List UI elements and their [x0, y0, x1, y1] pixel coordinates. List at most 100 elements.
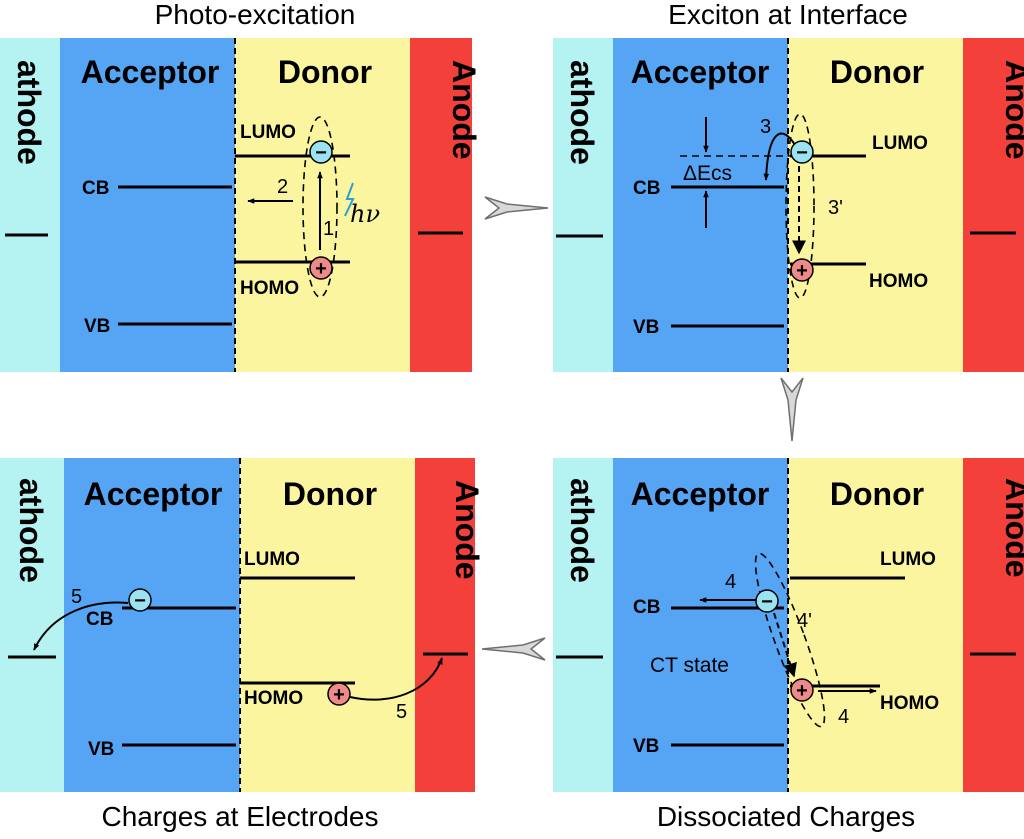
lumo-label: LUMO [240, 122, 296, 143]
anode-label: Anode [446, 60, 482, 160]
step-3p-label: 3' [828, 197, 843, 219]
acceptor-region [613, 458, 788, 792]
exciton-ellipse [302, 116, 338, 298]
charge-transfer-arrow [763, 132, 796, 181]
homo-label: HOMO [240, 278, 299, 299]
anode-region [415, 458, 475, 792]
homo-label: HOMO [869, 271, 928, 292]
cb-label: CB [633, 597, 660, 618]
step-3-label: 3 [760, 116, 771, 138]
panel-title: Dissociated Charges [657, 801, 915, 832]
electron-sign: − [315, 142, 327, 164]
flow-arrow-left-icon [481, 637, 546, 661]
panel-dissociated-charges: Dissociated Charges athode Anode Accepto… [553, 458, 1024, 832]
homo-label: HOMO [244, 688, 303, 709]
anode-label: Anode [999, 60, 1024, 160]
electron-icon [755, 589, 779, 613]
acceptor-region [613, 38, 788, 372]
cb-label: CB [633, 178, 660, 199]
vb-label: VB [633, 317, 659, 338]
donor-region [240, 458, 415, 792]
hole-sign: + [796, 680, 808, 702]
hole-icon [790, 258, 814, 282]
electron: − [790, 140, 814, 164]
step-4-label-hole: 4 [838, 706, 849, 728]
vb-label: VB [88, 739, 114, 760]
hole: + [790, 678, 814, 702]
acceptor-region [64, 458, 240, 792]
cathode-label: athode [13, 478, 49, 583]
electron-sign: − [761, 591, 773, 613]
electron-icon [128, 588, 152, 612]
step-4p-label: 4' [797, 610, 812, 632]
hole-collection-arrow [349, 657, 443, 701]
vb-label: VB [84, 316, 110, 337]
electron-icon [790, 140, 814, 164]
anode-region [963, 458, 1024, 792]
photon-label: hν [350, 200, 380, 228]
step-5-label-anode: 5 [396, 701, 407, 723]
cb-label: CB [82, 178, 109, 199]
donor-label: Donor [830, 54, 924, 90]
homo-label: HOMO [880, 693, 939, 714]
flow-arrow-down-icon [780, 377, 804, 442]
step-4-label-electron: 4 [725, 571, 736, 593]
lumo-label: LUMO [244, 549, 300, 570]
hole-icon [309, 256, 333, 280]
step-1-label: 1 [323, 218, 334, 240]
vb-label: VB [633, 736, 659, 757]
ct-recombination-arrow [773, 612, 797, 678]
electron: − [309, 140, 333, 164]
anode-label: Anode [999, 478, 1024, 578]
ct-state-label: CT state [650, 654, 729, 677]
cathode-label: athode [11, 60, 47, 165]
hole-icon [327, 682, 351, 706]
cathode-region [0, 38, 60, 372]
panel-title: Charges at Electrodes [101, 801, 378, 832]
flow-arrow-right-icon [484, 196, 549, 220]
panel-charges-at-electrodes: Charges at Electrodes athode Anode Accep… [0, 458, 485, 832]
hole: + [790, 258, 814, 282]
acceptor-label: Acceptor [84, 476, 223, 512]
hole-sign: + [796, 260, 808, 282]
lumo-label: LUMO [880, 549, 936, 570]
anode-region [410, 38, 472, 372]
hole: + [309, 256, 333, 280]
donor-label: Donor [283, 476, 377, 512]
delta-ecs-label: ΔEcs [683, 162, 732, 185]
electron-sign: − [134, 590, 146, 612]
acceptor-region [60, 38, 235, 372]
panel-photo-excitation: Photo-excitation athode Anode Acceptor D… [0, 0, 482, 372]
hole: + [327, 682, 351, 706]
anode-label: Anode [449, 480, 485, 580]
electron: − [755, 589, 779, 613]
cathode-label: athode [564, 60, 600, 165]
acceptor-label: Acceptor [631, 54, 770, 90]
cathode-region [553, 38, 613, 372]
ct-state-ellipse [754, 552, 826, 728]
donor-region [235, 38, 410, 372]
electron: − [128, 588, 152, 612]
lightning-icon [344, 182, 355, 217]
step-5-label-cathode: 5 [71, 586, 82, 608]
acceptor-label: Acceptor [631, 476, 770, 512]
panel-title: Exciton at Interface [668, 0, 908, 30]
donor-label: Donor [830, 476, 924, 512]
cb-label: CB [86, 609, 113, 630]
cathode-region [553, 458, 613, 792]
exciton-ellipse [785, 113, 815, 299]
hole-sign: + [333, 684, 345, 706]
acceptor-label: Acceptor [81, 54, 220, 90]
step-2-label: 2 [277, 176, 288, 198]
donor-region [788, 38, 963, 372]
hole-icon [790, 678, 814, 702]
panel-exciton-at-interface: Exciton at Interface athode Anode Accept… [553, 0, 1024, 372]
electron-sign: − [796, 142, 808, 164]
donor-region [788, 458, 963, 792]
hole-sign: + [315, 258, 327, 280]
electron-icon [309, 140, 333, 164]
cathode-label: athode [564, 478, 600, 583]
donor-label: Donor [278, 54, 372, 90]
electron-collection-arrow [33, 601, 129, 651]
